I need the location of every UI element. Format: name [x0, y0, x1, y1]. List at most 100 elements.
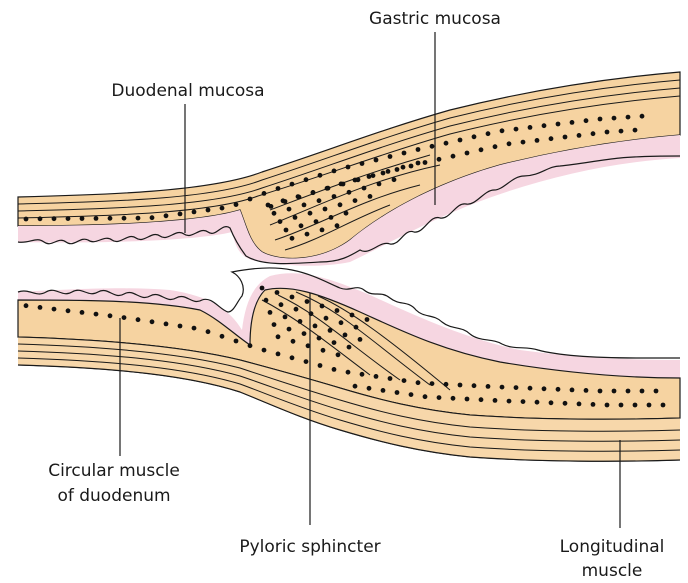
- muscle-fibre-dot: [444, 141, 449, 146]
- muscle-fibre-dot: [591, 131, 596, 136]
- muscle-fibre-dot: [324, 316, 329, 321]
- muscle-fibre-dot: [323, 207, 328, 212]
- muscle-fibre-dot: [402, 151, 407, 156]
- muscle-fibre-dot: [346, 370, 351, 375]
- label-gastric-mucosa: Gastric mucosa: [369, 9, 501, 29]
- muscle-fibre-dot: [437, 157, 442, 162]
- muscle-fibre-dot: [164, 213, 169, 218]
- muscle-fibre-dot: [266, 203, 271, 208]
- muscle-fibre-dot: [661, 403, 666, 408]
- muscle-fibre-dot: [619, 403, 624, 408]
- muscle-fibre-dot: [287, 327, 292, 332]
- muscle-fibre-dot: [108, 216, 113, 221]
- muscle-fibre-dot: [549, 400, 554, 405]
- muscle-fibre-dot: [605, 130, 610, 135]
- muscle-fibre-dot: [136, 317, 141, 322]
- muscle-fibre-dot: [122, 216, 127, 221]
- muscle-fibre-dot: [52, 307, 57, 312]
- lower-wall: [18, 268, 680, 461]
- muscle-fibre-dot: [360, 161, 365, 166]
- muscle-fibre-dot: [276, 334, 281, 339]
- label-duodenal-mucosa: Duodenal mucosa: [111, 81, 264, 101]
- muscle-fibre-dot: [472, 134, 477, 139]
- muscle-fibre-dot: [320, 228, 325, 233]
- muscle-fibre-dot: [279, 302, 284, 307]
- muscle-fibre-dot: [388, 154, 393, 159]
- muscle-fibre-dot: [338, 202, 343, 207]
- muscle-fibre-dot: [371, 173, 376, 178]
- muscle-fibre-dot: [321, 348, 326, 353]
- muscle-fibre-dot: [486, 131, 491, 136]
- muscle-fibre-dot: [358, 337, 363, 342]
- muscle-fibre-dot: [264, 298, 269, 303]
- muscle-fibre-dot: [367, 174, 372, 179]
- muscle-fibre-dot: [626, 389, 631, 394]
- muscle-fibre-dot: [80, 310, 85, 315]
- muscle-fibre-dot: [272, 322, 277, 327]
- muscle-fibre-dot: [633, 128, 638, 133]
- muscle-fibre-dot: [381, 171, 386, 176]
- muscle-fibre-dot: [465, 151, 470, 156]
- muscle-fibre-dot: [328, 328, 333, 333]
- muscle-fibre-dot: [290, 236, 295, 241]
- muscle-fibre-dot: [318, 363, 323, 368]
- muscle-fibre-dot: [206, 329, 211, 334]
- muscle-fibre-dot: [290, 355, 295, 360]
- muscle-fibre-dot: [584, 388, 589, 393]
- muscle-fibre-dot: [514, 385, 519, 390]
- muscle-fibre-dot: [493, 398, 498, 403]
- muscle-fibre-dot: [500, 128, 505, 133]
- muscle-fibre-dot: [423, 394, 428, 399]
- muscle-fibre-dot: [24, 303, 29, 308]
- muscle-fibre-dot: [347, 190, 352, 195]
- muscle-fibre-dot: [178, 212, 183, 217]
- muscle-fibre-dot: [563, 135, 568, 140]
- muscle-fibre-dot: [486, 384, 491, 389]
- muscle-fibre-dot: [38, 305, 43, 310]
- muscle-fibre-dot: [356, 177, 361, 182]
- muscle-fibre-dot: [570, 388, 575, 393]
- muscle-fibre-dot: [262, 191, 267, 196]
- muscle-fibre-dot: [472, 383, 477, 388]
- muscle-fibre-dot: [276, 186, 281, 191]
- muscle-fibre-dot: [556, 122, 561, 127]
- muscle-fibre-dot: [395, 167, 400, 172]
- muscle-fibre-dot: [437, 395, 442, 400]
- muscle-fibre-dot: [284, 228, 289, 233]
- muscle-fibre-dot: [262, 348, 267, 353]
- muscle-fibre-dot: [294, 307, 299, 312]
- muscle-fibre-dot: [465, 397, 470, 402]
- muscle-fibre-dot: [612, 116, 617, 121]
- muscle-fibre-dot: [353, 198, 358, 203]
- muscle-fibre-dot: [528, 125, 533, 130]
- muscle-fibre-dot: [339, 320, 344, 325]
- muscle-fibre-dot: [287, 207, 292, 212]
- muscle-fibre-dot: [304, 177, 309, 182]
- muscle-fibre-dot: [395, 390, 400, 395]
- muscle-fibre-dot: [535, 138, 540, 143]
- muscle-fibre-dot: [367, 386, 372, 391]
- muscle-fibre-dot: [521, 140, 526, 145]
- muscle-fibre-dot: [374, 158, 379, 163]
- muscle-fibre-dot: [309, 311, 314, 316]
- muscle-fibre-dot: [640, 389, 645, 394]
- muscle-fibre-dot: [302, 203, 307, 208]
- muscle-fibre-dot: [409, 392, 414, 397]
- muscle-fibre-dot: [136, 216, 141, 221]
- muscle-fibre-dot: [362, 186, 367, 191]
- muscle-fibre-dot: [278, 219, 283, 224]
- label-pyloric-sphincter: Pyloric sphincter: [239, 537, 380, 557]
- muscle-fibre-dot: [350, 313, 355, 318]
- muscle-fibre-dot: [313, 324, 318, 329]
- muscle-fibre-dot: [317, 336, 322, 341]
- muscle-fibre-dot: [305, 232, 310, 237]
- muscle-fibre-dot: [66, 308, 71, 313]
- muscle-fibre-dot: [290, 182, 295, 187]
- muscle-fibre-dot: [164, 322, 169, 327]
- label-longitudinal-line1: Longitudinal: [560, 537, 665, 557]
- muscle-fibre-dot: [234, 339, 239, 344]
- muscle-fibre-dot: [150, 319, 155, 324]
- muscle-fibre-dot: [647, 403, 652, 408]
- muscle-fibre-dot: [94, 312, 99, 317]
